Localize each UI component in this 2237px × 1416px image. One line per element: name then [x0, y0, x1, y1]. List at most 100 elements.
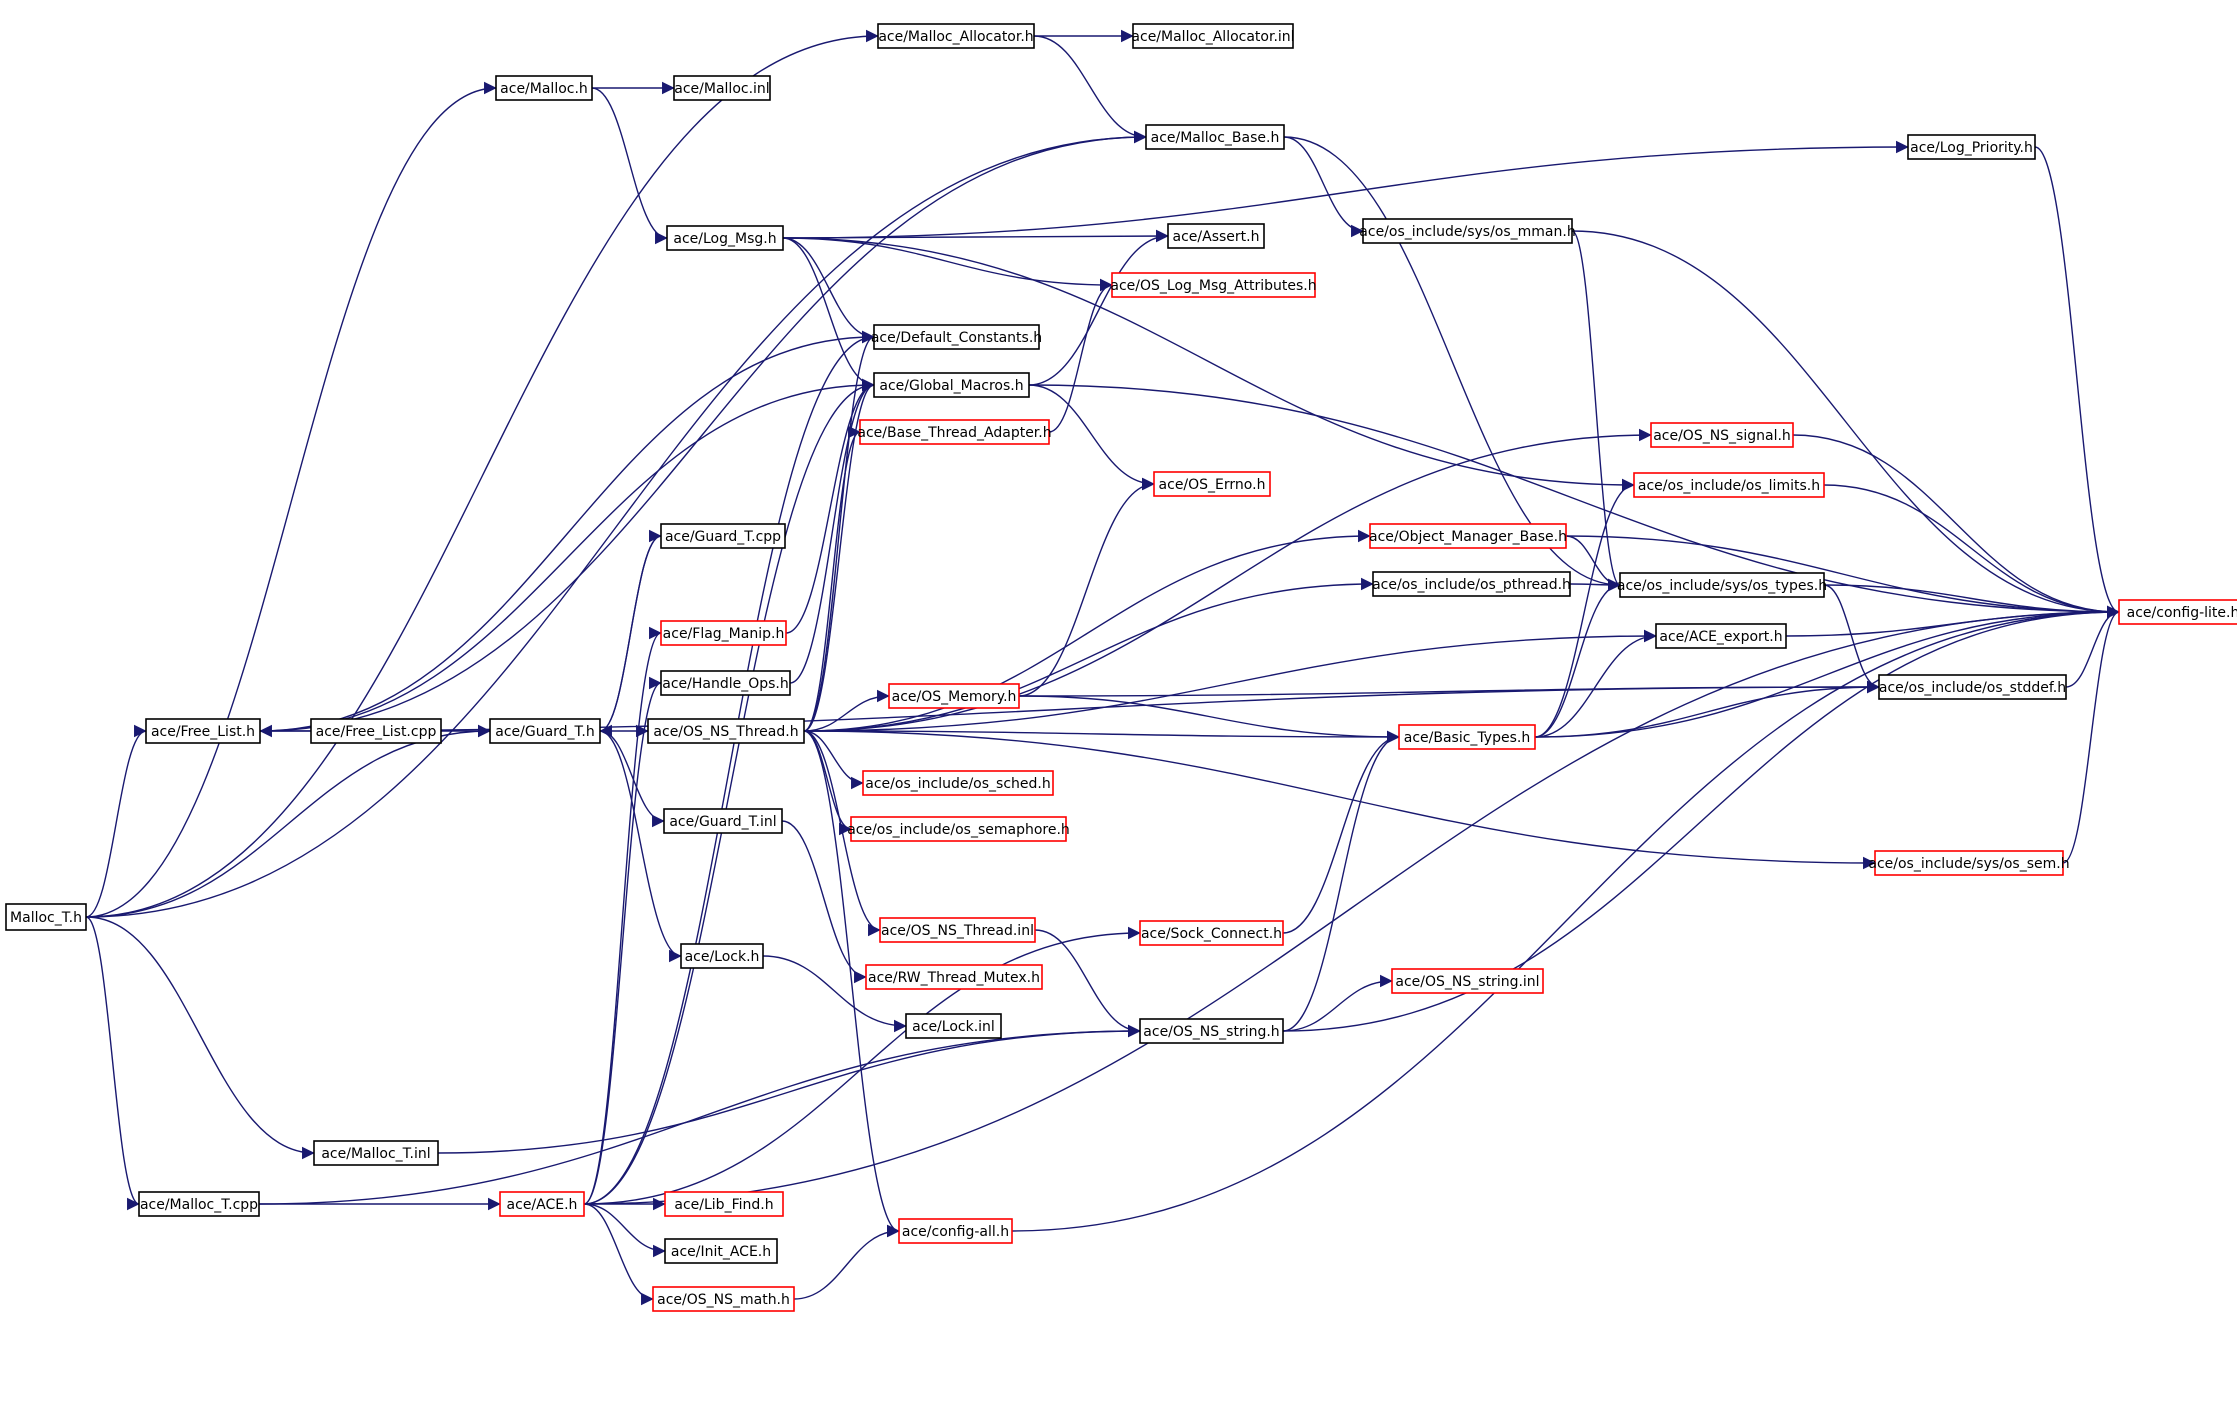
- node-os_types_h[interactable]: ace/os_include/sys/os_types.h: [1617, 572, 1827, 598]
- node-label: ace/ACE_export.h: [1659, 629, 1782, 645]
- node-guard_t_inl[interactable]: ace/Guard_T.inl: [663, 808, 783, 834]
- edge-log_msg_h-to-os_limits_h: [782, 237, 1635, 492]
- node-label: ace/Lib_Find.h: [674, 1197, 773, 1213]
- node-os_ns_string_h[interactable]: ace/OS_NS_string.h: [1139, 1018, 1284, 1044]
- edge-os_ns_thread_h-to-os_sem_h: [803, 730, 1876, 870]
- node-label: ace/Malloc_Base.h: [1151, 130, 1280, 146]
- node-os_mman_h[interactable]: ace/os_include/sys/os_mman.h: [1359, 218, 1576, 244]
- node-label: ace/OS_NS_Thread.h: [653, 724, 798, 740]
- node-os_log_msg_attr_h[interactable]: ace/OS_Log_Msg_Attributes.h: [1110, 272, 1317, 298]
- node-os_semaphore_h[interactable]: ace/os_include/os_semaphore.h: [847, 816, 1070, 842]
- node-box: [1391, 968, 1544, 994]
- node-os_ns_math_h[interactable]: ace/OS_NS_math.h: [652, 1286, 795, 1312]
- node-malloc_t_inl[interactable]: ace/Malloc_T.inl: [313, 1140, 439, 1166]
- node-lock_inl[interactable]: ace/Lock.inl: [905, 1013, 1002, 1039]
- node-init_ace_h[interactable]: ace/Init_ACE.h: [664, 1238, 778, 1264]
- edge-layer: [85, 29, 2120, 1306]
- node-os_ns_thread_h[interactable]: ace/OS_NS_Thread.h: [647, 718, 805, 744]
- edge-ace_h-to-global_macros_h: [583, 378, 875, 1205]
- node-box: [673, 75, 771, 101]
- node-default_constants_h[interactable]: ace/Default_Constants.h: [871, 324, 1042, 350]
- node-guard_t_cpp[interactable]: ace/Guard_T.cpp: [660, 523, 786, 549]
- node-os_limits_h[interactable]: ace/os_include/os_limits.h: [1633, 472, 1825, 498]
- node-label: ace/Base_Thread_Adapter.h: [857, 425, 1051, 441]
- node-config_lite_h[interactable]: ace/config-lite.h: [2118, 599, 2237, 625]
- node-os_sched_h[interactable]: ace/os_include/os_sched.h: [862, 770, 1054, 796]
- node-box: [898, 1218, 1013, 1244]
- node-ace_export_h[interactable]: ace/ACE_export.h: [1655, 623, 1787, 649]
- node-free_list_h[interactable]: ace/Free_List.h: [145, 718, 261, 744]
- edge-os_ns_thread_h-to-ace_export_h: [803, 629, 1657, 732]
- node-box: [1145, 124, 1285, 150]
- edge-global_macros_h-to-config_lite_h: [1028, 384, 2120, 619]
- node-os_ns_thread_inl[interactable]: ace/OS_NS_Thread.inl: [879, 917, 1036, 943]
- node-os_ns_string_inl[interactable]: ace/OS_NS_string.inl: [1391, 968, 1544, 994]
- node-free_list_cpp[interactable]: ace/Free_List.cpp: [310, 718, 442, 744]
- node-label: ace/os_include/os_semaphore.h: [847, 822, 1070, 838]
- edge-object_manager_base_h-to-os_types_h: [1565, 535, 1621, 592]
- node-box: [1874, 850, 2064, 876]
- node-handle_ops_h[interactable]: ace/Handle_Ops.h: [660, 670, 791, 696]
- node-flag_manip_h[interactable]: ace/Flag_Manip.h: [660, 620, 787, 646]
- edge-os_ns_thread_h-to-os_ns_signal_h: [803, 428, 1652, 732]
- node-label: ace/Malloc.h: [500, 81, 588, 97]
- edge-malloc_t_h-to-malloc_base_h: [85, 130, 1147, 918]
- node-os_ns_signal_h[interactable]: ace/OS_NS_signal.h: [1650, 422, 1794, 448]
- node-malloc_inl[interactable]: ace/Malloc.inl: [673, 75, 771, 101]
- node-malloc_allocator_inl[interactable]: ace/Malloc_Allocator.inl: [1131, 23, 1295, 49]
- edge-guard_t_h-to-guard_t_inl: [599, 730, 665, 828]
- node-box: [873, 324, 1040, 350]
- node-config_all_h[interactable]: ace/config-all.h: [898, 1218, 1013, 1244]
- node-os_stddef_h[interactable]: ace/os_include/os_stddef.h: [1878, 674, 2067, 700]
- node-global_macros_h[interactable]: ace/Global_Macros.h: [873, 372, 1030, 398]
- node-label: ace/os_include/os_sched.h: [865, 776, 1050, 792]
- node-log_priority_h[interactable]: ace/Log_Priority.h: [1907, 134, 2036, 160]
- node-label: ace/Guard_T.inl: [669, 814, 776, 830]
- node-basic_types_h[interactable]: ace/Basic_Types.h: [1398, 724, 1536, 750]
- edge-os_types_h-to-config_lite_h: [1823, 584, 2120, 619]
- node-os_pthread_h[interactable]: ace/os_include/os_pthread.h: [1372, 571, 1571, 597]
- node-label: ace/Sock_Connect.h: [1141, 926, 1282, 942]
- node-os_sem_h[interactable]: ace/os_include/sys/os_sem.h: [1868, 850, 2070, 876]
- node-os_errno_h[interactable]: ace/OS_Errno.h: [1153, 471, 1271, 497]
- edge-sock_connect_h-to-basic_types_h: [1282, 730, 1400, 934]
- edge-handle_ops_h-to-global_macros_h: [789, 378, 875, 684]
- node-os_memory_h[interactable]: ace/OS_Memory.h: [888, 683, 1020, 709]
- node-box: [145, 718, 261, 744]
- node-sock_connect_h[interactable]: ace/Sock_Connect.h: [1139, 920, 1284, 946]
- edge-malloc_t_h-to-malloc_h: [85, 81, 497, 918]
- edge-log_msg_h-to-global_macros_h: [782, 237, 875, 392]
- node-malloc_base_h[interactable]: ace/Malloc_Base.h: [1145, 124, 1285, 150]
- node-malloc_t_h: Malloc_T.h: [5, 903, 87, 931]
- node-label: ace/os_include/os_limits.h: [1638, 478, 1820, 494]
- node-label: ace/os_include/os_stddef.h: [1879, 680, 2066, 696]
- node-ace_h[interactable]: ace/ACE.h: [499, 1191, 585, 1217]
- node-rw_thread_mutex_h[interactable]: ace/RW_Thread_Mutex.h: [865, 964, 1043, 990]
- node-box: [5, 903, 87, 931]
- node-log_msg_h[interactable]: ace/Log_Msg.h: [666, 225, 784, 251]
- node-label: Malloc_T.h: [10, 910, 82, 926]
- node-box: [663, 808, 783, 834]
- node-box: [666, 225, 784, 251]
- node-base_thread_adapter_h[interactable]: ace/Base_Thread_Adapter.h: [857, 419, 1052, 445]
- node-assert_h[interactable]: ace/Assert.h: [1167, 223, 1265, 249]
- node-malloc_allocator_h[interactable]: ace/Malloc_Allocator.h: [877, 23, 1035, 49]
- node-label: ace/OS_NS_Thread.inl: [881, 923, 1034, 939]
- edge-malloc_t_inl-to-os_ns_string_h: [437, 1024, 1141, 1154]
- edge-ace_h-to-sock_connect_h: [583, 926, 1141, 1205]
- node-malloc_t_cpp[interactable]: ace/Malloc_T.cpp: [138, 1191, 260, 1217]
- edge-object_manager_base_h-to-config_lite_h: [1565, 535, 2120, 619]
- node-guard_t_h[interactable]: ace/Guard_T.h: [489, 718, 601, 744]
- node-label: ace/OS_Log_Msg_Attributes.h: [1110, 278, 1316, 294]
- edge-os_ns_string_h-to-os_ns_string_inl: [1282, 974, 1393, 1032]
- node-box: [1369, 523, 1567, 549]
- node-box: [1398, 724, 1536, 750]
- node-lock_h[interactable]: ace/Lock.h: [680, 943, 764, 969]
- node-lib_find_h[interactable]: ace/Lib_Find.h: [664, 1191, 784, 1217]
- edge-malloc_t_h-to-malloc_allocator_h: [85, 29, 879, 918]
- node-malloc_h[interactable]: ace/Malloc.h: [495, 75, 593, 101]
- node-object_manager_base_h[interactable]: ace/Object_Manager_Base.h: [1369, 523, 1567, 549]
- edge-basic_types_h-to-config_lite_h: [1534, 605, 2120, 738]
- node-box: [1655, 623, 1787, 649]
- node-box: [877, 23, 1035, 49]
